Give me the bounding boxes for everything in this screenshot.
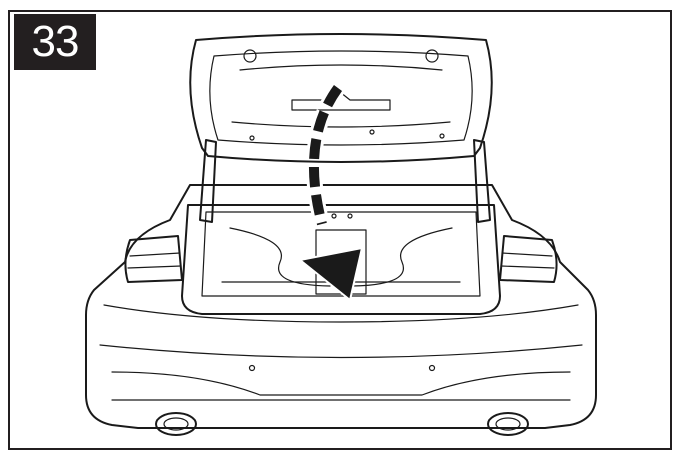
curved-dashed-down-arrow-icon [300,88,362,300]
left-hinge [200,140,216,222]
car-rear-body [86,185,596,428]
trunk-lid [190,34,492,162]
left-exhaust-tip [156,413,196,435]
step-number-badge: 33 [14,14,96,70]
right-exhaust-tip [488,413,528,435]
